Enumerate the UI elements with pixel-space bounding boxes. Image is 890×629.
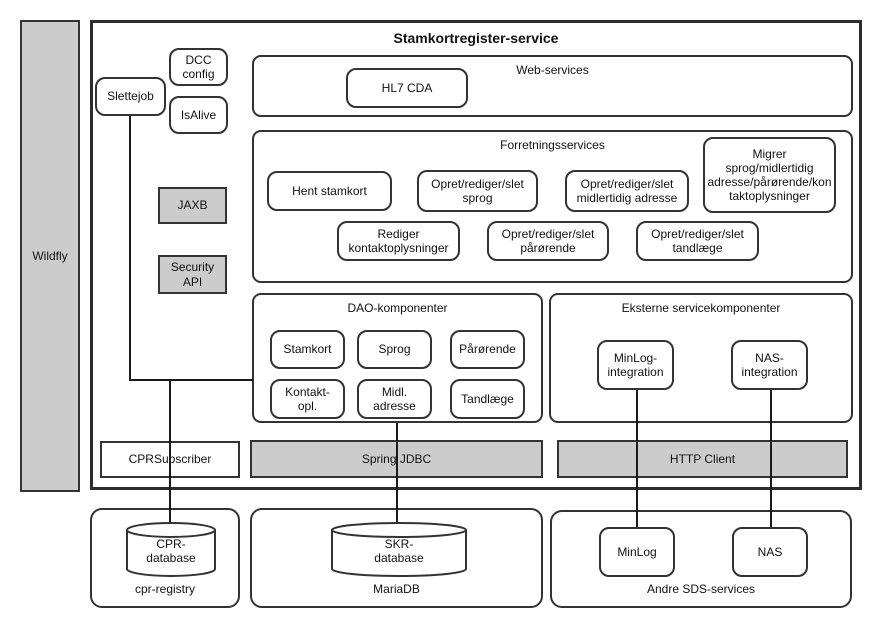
dao-midl-adresse-box: Midl. adresse <box>357 379 432 419</box>
hent-stamkort-box: Hent stamkort <box>267 171 392 211</box>
cpr-database-label: CPR- database <box>146 537 196 566</box>
dao-kontaktopl-label: Kontakt- opl. <box>285 384 330 413</box>
nas-integration-label: NAS- integration <box>741 350 798 379</box>
cylinder-shape-icon <box>126 522 216 577</box>
minlog-label: MinLog <box>617 544 657 559</box>
jaxb-label: JAXB <box>177 198 208 213</box>
web-services-section: Web-services <box>252 55 853 117</box>
dao-tandlaege-label: Tandlæge <box>461 391 514 406</box>
dao-paarorende-label: Pårørende <box>459 342 516 357</box>
minlog-integration-label: MinLog- integration <box>607 350 664 379</box>
dao-paarorende-box: Pårørende <box>450 330 525 369</box>
security-api-label: Security API <box>170 260 215 289</box>
cylinder-shape-icon <box>331 522 467 577</box>
isalive-box: IsAlive <box>169 96 228 134</box>
jaxb-box: JAXB <box>158 187 227 224</box>
rediger-kontaktoplysninger-label: Rediger kontaktoplysninger <box>348 226 449 255</box>
dao-stamkort-box: Stamkort <box>270 330 345 369</box>
slettejob-box: Slettejob <box>95 77 166 116</box>
eksterne-servicekomponenter-label: Eksterne servicekomponenter <box>621 301 781 315</box>
web-services-label: Web-services <box>516 63 589 77</box>
nas-label: NAS <box>757 544 783 559</box>
hl7-cda-box: HL7 CDA <box>346 68 468 108</box>
skr-database-label: SKR- database <box>374 537 424 566</box>
opret-rediger-slet-tandlaege-label: Opret/rediger/slet tandlæge <box>651 226 744 255</box>
dao-tandlaege-box: Tandlæge <box>450 379 525 419</box>
connector-slettejob-vertical <box>129 114 131 381</box>
http-client-label: HTTP Client <box>669 451 736 466</box>
skr-database-cylinder: SKR- database <box>330 521 468 578</box>
mariadb-label: MariaDB <box>373 582 420 596</box>
isalive-label: IsAlive <box>180 107 217 122</box>
nas-box: NAS <box>732 527 808 577</box>
dao-sprog-label: Sprog <box>378 342 411 357</box>
minlog-box: MinLog <box>599 527 675 577</box>
migrer-box: Migrer sprog/midlertidig adresse/pårøren… <box>703 137 836 213</box>
connector-dao-to-skrdb <box>396 423 398 529</box>
dao-kontaktopl-box: Kontakt- opl. <box>270 379 345 419</box>
rediger-kontaktoplysninger-box: Rediger kontaktoplysninger <box>337 221 460 261</box>
cpr-registry-label: cpr-registry <box>134 582 195 596</box>
minlog-integration-box: MinLog- integration <box>597 340 674 390</box>
connector-slettejob-to-dao <box>129 379 253 381</box>
wildfly-label: Wildfly <box>32 248 68 263</box>
security-api-box: Security API <box>158 255 227 294</box>
hent-stamkort-label: Hent stamkort <box>292 183 367 198</box>
opret-rediger-slet-sprog-box: Opret/rediger/slet sprog <box>417 170 538 212</box>
dao-komponenter-label: DAO-komponenter <box>347 301 448 315</box>
http-client-bar: HTTP Client <box>557 440 848 478</box>
connector-nasintegration-to-nas <box>770 390 772 532</box>
opret-rediger-slet-paarorende-label: Opret/rediger/slet pårørende <box>501 226 595 255</box>
forretningsservices-label: Forretningsservices <box>500 138 605 152</box>
dcc-config-label: DCC config <box>182 52 215 81</box>
andre-sds-services-label: Andre SDS-services <box>646 582 756 596</box>
cpr-database-cylinder: CPR- database <box>125 521 217 578</box>
hl7-cda-label: HL7 CDA <box>381 80 433 95</box>
opret-rediger-slet-tandlaege-box: Opret/rediger/slet tandlæge <box>636 221 759 261</box>
slettejob-label: Slettejob <box>107 89 154 104</box>
diagram-title: Stamkortregister-service <box>393 30 559 46</box>
dao-midl-adresse-label: Midl. adresse <box>373 384 416 413</box>
dcc-config-box: DCC config <box>169 48 228 86</box>
opret-rediger-slet-midlertidig-adresse-box: Opret/rediger/slet midlertidig adresse <box>565 170 689 212</box>
wildfly-box: Wildfly <box>20 20 80 492</box>
opret-rediger-slet-paarorende-box: Opret/rediger/slet pårørende <box>487 221 609 261</box>
nas-integration-box: NAS- integration <box>731 340 808 390</box>
connector-minlogintegration-to-minlog <box>636 390 638 532</box>
opret-rediger-slet-midlertidig-adresse-label: Opret/rediger/slet midlertidig adresse <box>576 176 678 205</box>
migrer-label: Migrer sprog/midlertidig adresse/pårøren… <box>707 146 832 204</box>
dao-sprog-box: Sprog <box>357 330 432 369</box>
opret-rediger-slet-sprog-label: Opret/rediger/slet sprog <box>431 176 524 205</box>
spring-jdbc-label: Spring JDBC <box>361 451 432 466</box>
dao-stamkort-label: Stamkort <box>283 342 332 357</box>
connector-cprsubscriber-to-cprdb <box>169 379 171 529</box>
